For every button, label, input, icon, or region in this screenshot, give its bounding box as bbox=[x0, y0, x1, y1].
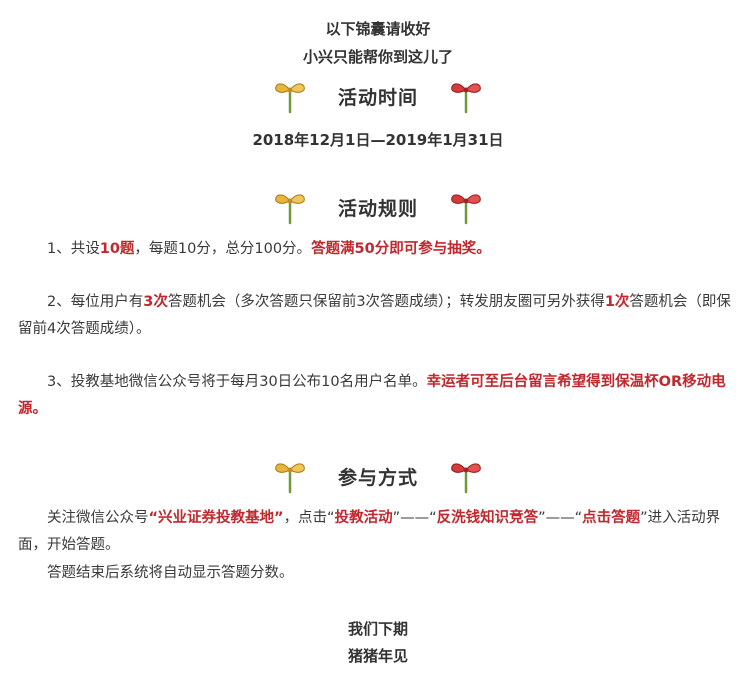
method-text: ”——“ bbox=[392, 510, 437, 526]
rule-3: 3、投教基地微信公众号将于每月30日公布10名用户名单。幸运者可至后台留言希望得… bbox=[18, 369, 738, 423]
method-paragraph-1: 关注微信公众号“兴业证券投教基地”，点击“投教活动”——“反洗钱知识竞答”——“… bbox=[18, 505, 738, 559]
rule-highlight: 3次 bbox=[143, 294, 168, 310]
method-text: ”进入活动界面，开始答题。 bbox=[18, 510, 721, 553]
rule-text: 2、每位用户有 bbox=[47, 294, 144, 310]
rule-highlight: 1次 bbox=[604, 294, 630, 310]
outro-line-2: 猪猪年见 bbox=[347, 647, 408, 665]
yellow-flower-icon bbox=[275, 83, 305, 114]
section-heading-time: 活动时间 bbox=[0, 76, 756, 116]
section-title: 参与方式 bbox=[337, 466, 418, 489]
account-name: “兴业证券投教基地” bbox=[148, 510, 284, 526]
outro-line-1: 我们下期 bbox=[347, 620, 408, 638]
rule-text: ，每题10分，总分100分。 bbox=[134, 241, 312, 257]
rule-text: 答题机会（多次答题只保留前3次答题成绩）；转发朋友圈可另外获得 bbox=[167, 294, 605, 310]
rule-text: 3、投教基地微信公众号将于每月30日公布10名用户名单。 bbox=[47, 374, 427, 390]
rule-text: 1、共设 bbox=[47, 241, 100, 257]
rule-text: 答题机会（即保留前4次答题成绩）。 bbox=[18, 294, 731, 337]
method-paragraph-2: 答题结束后系统将自动显示答题分数。 bbox=[47, 565, 294, 581]
section-heading-method: 参与方式 bbox=[0, 456, 756, 496]
rule-highlight: 幸运者可至后台留言希望得到保温杯OR移动电源。 bbox=[18, 374, 726, 417]
rule-2: 2、每位用户有3次答题机会（多次答题只保留前3次答题成绩）；转发朋友圈可另外获得… bbox=[18, 289, 738, 343]
rule-highlight: 10题 bbox=[99, 241, 135, 257]
method-text: ”——“ bbox=[538, 510, 583, 526]
yellow-flower-icon bbox=[275, 194, 305, 225]
method-text: 关注微信公众号 bbox=[47, 510, 149, 526]
section-title: 活动时间 bbox=[337, 86, 418, 109]
section-title: 活动规则 bbox=[337, 197, 418, 220]
red-flower-icon bbox=[451, 194, 481, 225]
menu-path-item: 点击答题 bbox=[582, 510, 641, 526]
intro-line-1: 以下锦囊请收好 bbox=[325, 20, 431, 38]
rule-1: 1、共设10题，每题10分，总分100分。答题满50分即可参与抽奖。 bbox=[18, 236, 738, 263]
yellow-flower-icon bbox=[275, 463, 305, 494]
menu-path-item: 反洗钱知识竞答 bbox=[436, 510, 539, 526]
activity-date: 2018年12月1日—2019年1月31日 bbox=[252, 131, 504, 149]
method-text: ，点击“ bbox=[283, 510, 335, 526]
red-flower-icon bbox=[451, 463, 481, 494]
menu-path-item: 投教活动 bbox=[334, 510, 393, 526]
rule-highlight: 答题满50分即可参与抽奖。 bbox=[311, 241, 491, 257]
section-heading-rules: 活动规则 bbox=[0, 187, 756, 227]
intro-line-2: 小兴只能帮你到这儿了 bbox=[302, 48, 453, 66]
red-flower-icon bbox=[451, 83, 481, 114]
